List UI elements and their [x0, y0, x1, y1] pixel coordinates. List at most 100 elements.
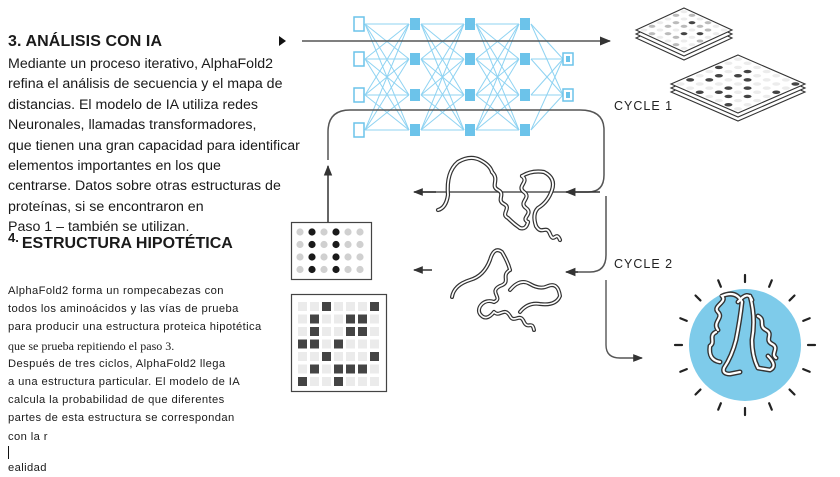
pointer-triangle-icon — [279, 36, 286, 46]
glow-ray — [802, 368, 811, 373]
cycle-1-loop-line — [327, 109, 605, 193]
map-cell — [733, 82, 743, 86]
distance-cell — [370, 339, 379, 349]
alignment-dot — [332, 253, 340, 261]
map-cell — [688, 21, 696, 25]
input-node — [353, 87, 365, 103]
map-cell — [762, 94, 771, 99]
alignment-dot — [332, 265, 340, 274]
diagram-graphics — [279, 7, 817, 417]
text-line: Neuronales, llamadas transformadores, — [8, 117, 257, 134]
text-line: que se prueba repitiendo el paso 3. — [8, 338, 175, 353]
map-cell — [733, 57, 743, 61]
map-cell — [688, 13, 696, 17]
cycle-2-label: CYCLE 2 — [614, 257, 674, 271]
distance-cell — [358, 302, 367, 311]
glow-ray — [694, 294, 702, 302]
hidden-node — [520, 18, 530, 30]
map-cell — [753, 65, 762, 70]
map-cell — [743, 102, 752, 107]
distance-cell — [334, 302, 343, 311]
distance-cell — [298, 327, 307, 336]
glow-ray — [717, 402, 722, 411]
map-cell — [686, 86, 695, 90]
alignment-dot — [308, 265, 316, 274]
section-3-title: 3. ANÁLISIS CON IA — [8, 33, 163, 50]
distance-cell — [334, 339, 343, 349]
map-cell — [680, 24, 688, 28]
distance-cell — [370, 377, 379, 386]
distance-cell — [310, 364, 319, 374]
glow-ray — [802, 317, 811, 322]
distance-cell — [334, 377, 343, 386]
map-cell — [696, 39, 704, 43]
final-arrow — [605, 280, 643, 362]
map-cell — [743, 94, 752, 99]
distance-cell — [310, 352, 319, 361]
distance-cell — [346, 339, 355, 349]
map-cell — [664, 17, 672, 21]
distance-cell — [298, 339, 307, 349]
alignment-dot — [344, 253, 352, 261]
map-cell — [762, 78, 771, 82]
distance-cell — [322, 302, 331, 311]
distance-cell — [322, 314, 331, 324]
distance-cell — [322, 352, 331, 361]
map-cell — [743, 61, 752, 66]
map-cell — [724, 78, 733, 82]
text-line: todos los aminoácidos y las vías de prue… — [8, 303, 239, 316]
section-4-title: 4.ESTRUCTURA HIPOTÉTICA — [8, 230, 233, 253]
map-cell — [772, 90, 781, 95]
hidden-node — [520, 89, 530, 101]
hidden-node — [465, 89, 475, 101]
text-line: que tienen una gran capacidad para ident… — [8, 137, 300, 154]
alignment-dot — [320, 265, 328, 274]
map-cell — [680, 46, 688, 50]
distance-cell — [346, 352, 355, 361]
distance-cell — [358, 377, 367, 386]
alignment-dot — [344, 228, 352, 236]
input-node — [353, 122, 365, 138]
distance-cell — [346, 377, 355, 386]
map-cell — [791, 82, 800, 86]
hidden-node — [410, 89, 420, 101]
alignment-dot — [356, 265, 364, 274]
protein-ribbon-icon — [450, 248, 562, 332]
alignment-dot — [308, 253, 316, 261]
glow-ray — [788, 294, 796, 302]
text-line: centrarse. Datos sobre otras estructuras… — [8, 178, 281, 195]
map-cell — [772, 73, 781, 78]
section-4-description[interactable]: AlphaFold2 forma un rompecabezas con tod… — [8, 282, 278, 477]
text-line: partes de esta estructura se corresponda… — [8, 412, 235, 425]
map-cell — [733, 73, 743, 78]
map-cell — [733, 98, 743, 103]
sequence-map-stack-icon — [634, 7, 734, 61]
text-line: Después de tres ciclos, AlphaFold2 llega — [8, 357, 226, 370]
map-cell — [753, 90, 762, 95]
map-cell — [696, 32, 704, 36]
distance-cell — [298, 314, 307, 324]
map-cell — [724, 94, 733, 99]
map-cell — [753, 82, 762, 86]
distance-cell — [370, 314, 379, 324]
alignment-dot — [320, 253, 328, 261]
map-cell — [705, 86, 714, 90]
distance-cell — [358, 352, 367, 361]
map-cell — [695, 90, 704, 95]
map-cell — [724, 61, 733, 66]
alignment-dot — [356, 253, 364, 261]
glow-ray — [768, 402, 773, 411]
hidden-node — [465, 124, 475, 136]
map-cell — [664, 32, 672, 36]
map-cell — [640, 28, 648, 32]
distance-cell — [370, 327, 379, 336]
distance-cell — [310, 327, 319, 336]
map-cell — [672, 28, 680, 32]
map-cell — [705, 69, 714, 74]
text-line: Mediante un proceso iterativo, AlphaFold… — [8, 56, 273, 72]
map-cell — [733, 90, 743, 95]
map-cell — [743, 78, 752, 82]
alignment-dot — [296, 240, 304, 249]
distance-cell — [346, 364, 355, 374]
map-cell — [696, 17, 704, 21]
